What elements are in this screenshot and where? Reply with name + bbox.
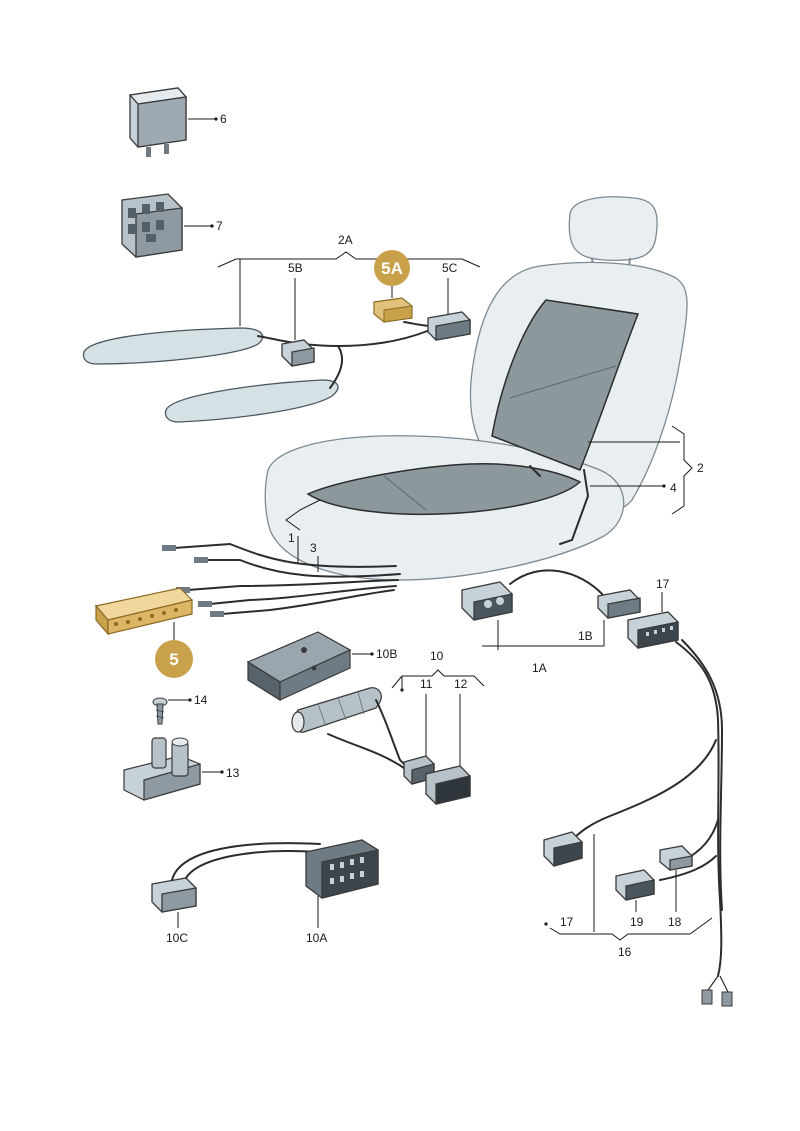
label-2A: 2A: [338, 233, 353, 247]
label-7: 7: [216, 219, 223, 233]
label-17-top: 17: [656, 577, 670, 591]
connector-5C-icon[interactable]: [427, 311, 471, 341]
heater-mat-backrest-2-icon[interactable]: [491, 299, 640, 471]
connector-17-icon[interactable]: [627, 611, 679, 649]
connector-5A-icon[interactable]: [373, 297, 413, 323]
label-10C: 10C: [166, 931, 188, 945]
heater-mat-cushion-2-icon[interactable]: [306, 462, 582, 516]
label-18: 18: [668, 915, 682, 929]
label-1: 1: [288, 531, 295, 545]
connector-19-icon[interactable]: [615, 869, 655, 901]
label-5B: 5B: [288, 261, 303, 275]
connector-18-icon[interactable]: [659, 845, 693, 871]
heater-mat-back-2A-icon[interactable]: [164, 379, 339, 423]
label-3: 3: [310, 541, 317, 555]
screw-14-icon[interactable]: [152, 697, 168, 725]
connector-12-icon[interactable]: [425, 765, 471, 805]
wiring-harness-16-icon[interactable]: [571, 639, 733, 1007]
label-19: 19: [630, 915, 644, 929]
connector-1A-icon[interactable]: [461, 581, 513, 621]
label-5A: 5A: [381, 259, 403, 278]
relay-socket-7-icon[interactable]: [121, 193, 183, 258]
label-5C: 5C: [442, 261, 458, 275]
label-12: 12: [454, 677, 468, 691]
label-16: 16: [618, 945, 632, 959]
label-5: 5: [169, 650, 178, 669]
label-1A: 1A: [532, 661, 547, 675]
label-17-bottom: 17: [560, 915, 574, 929]
label-4: 4: [670, 481, 677, 495]
label-10B: 10B: [376, 647, 397, 661]
connector-1B-icon[interactable]: [597, 589, 641, 619]
badge-5A[interactable]: 5A: [374, 250, 410, 286]
connector-17-harness-icon[interactable]: [543, 831, 583, 867]
label-10A: 10A: [306, 931, 327, 945]
label-1B: 1B: [578, 629, 593, 643]
potentiometer-10-icon[interactable]: [291, 687, 382, 733]
label-13: 13: [226, 766, 240, 780]
label-2: 2: [697, 461, 704, 475]
wiring-harness-1-icon[interactable]: [162, 542, 401, 617]
connector-5B-icon[interactable]: [281, 339, 315, 367]
relay-6-icon[interactable]: [128, 87, 188, 157]
label-14: 14: [194, 693, 208, 707]
label-10: 10: [430, 649, 444, 663]
label-11: 11: [420, 677, 433, 691]
sensor-13-icon[interactable]: [123, 737, 201, 801]
heater-mat-seat-2A-icon[interactable]: [82, 327, 264, 365]
control-unit-5-icon[interactable]: [94, 587, 194, 636]
badge-5[interactable]: 5: [155, 640, 193, 678]
label-6: 6: [220, 112, 227, 126]
connector-10A-icon[interactable]: [305, 839, 379, 899]
switch-housing-10B-icon[interactable]: [246, 631, 352, 702]
connector-10C-icon[interactable]: [151, 877, 197, 913]
